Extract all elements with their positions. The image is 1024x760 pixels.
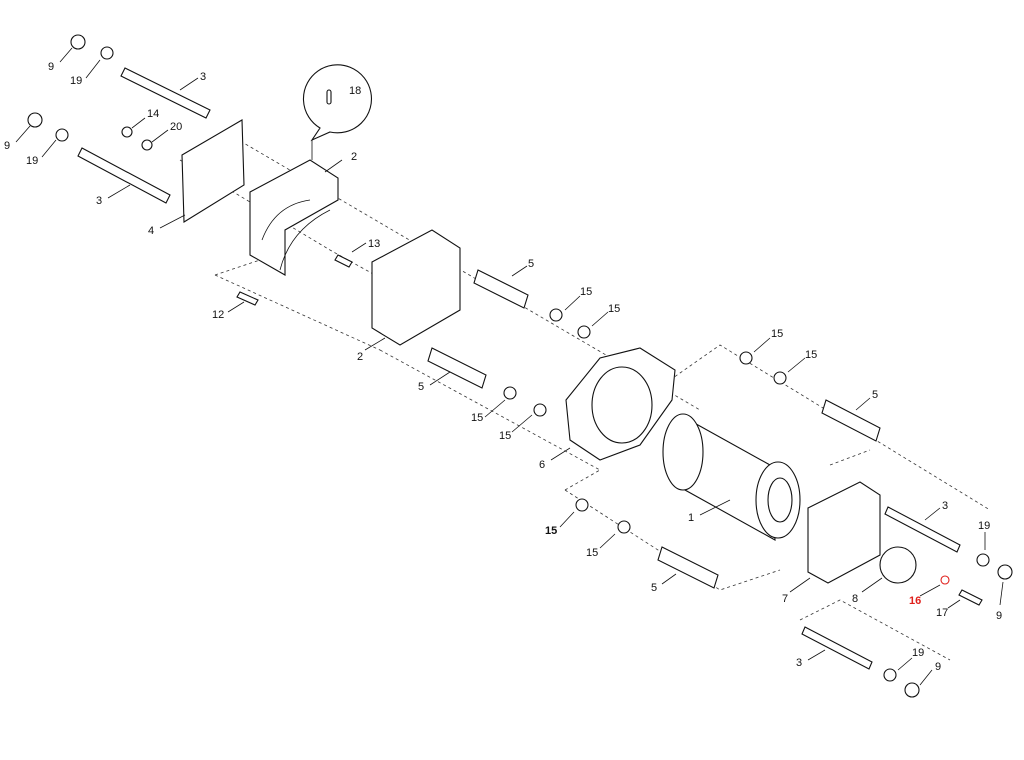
- callout-4: 4: [148, 225, 154, 237]
- callout-19: 19: [70, 75, 82, 87]
- bracket-part-2-upper: [249, 159, 339, 276]
- callout-14: 14: [147, 108, 159, 120]
- callout-5: 5: [418, 381, 424, 393]
- callout-3: 3: [200, 71, 206, 83]
- callout-17: 17: [936, 607, 948, 619]
- disc-part-8: [879, 546, 917, 584]
- plate-part-7: [807, 481, 881, 584]
- callout-15: 15: [805, 349, 817, 361]
- callout-15: 15: [471, 412, 483, 424]
- cylinder-part-1: [662, 413, 801, 541]
- callout-13: 13: [368, 238, 380, 250]
- callout-20: 20: [170, 121, 182, 133]
- callout-9: 9: [48, 61, 54, 73]
- callout-19: 19: [26, 155, 38, 167]
- callout-9: 9: [935, 661, 941, 673]
- callout-15: 15: [608, 303, 620, 315]
- callout-6: 6: [539, 459, 545, 471]
- bracket-part-2-lower: [371, 229, 461, 346]
- leader-lines: [15, 47, 1004, 686]
- washer-part-16: [940, 575, 950, 585]
- callout-9: 9: [996, 610, 1002, 622]
- fasteners: [27, 34, 1013, 698]
- callout-3: 3: [96, 195, 102, 207]
- callout-15: 15: [771, 328, 783, 340]
- callout-15: 15: [586, 547, 598, 559]
- callout-19: 19: [912, 647, 924, 659]
- callout-3: 3: [942, 500, 948, 512]
- callout-5: 5: [528, 258, 534, 270]
- callout-2: 2: [357, 351, 363, 363]
- detail-bubble: [302, 64, 372, 142]
- callout-8: 8: [852, 593, 858, 605]
- flange-bore: [591, 366, 653, 444]
- plate-part-4: [181, 119, 245, 223]
- callout-5: 5: [651, 582, 657, 594]
- callout-16-highlighted: 16: [909, 595, 921, 607]
- callout-3: 3: [796, 657, 802, 669]
- callout-labels: 9 19 3 9 19 14 20 3 18 2 4 13 12 2 5 15 …: [4, 61, 1002, 673]
- callout-15: 15: [580, 286, 592, 298]
- callout-15: 15: [545, 525, 557, 537]
- callout-19: 19: [978, 520, 990, 532]
- callout-12: 12: [212, 309, 224, 321]
- callout-5: 5: [872, 389, 878, 401]
- callout-1: 1: [688, 512, 694, 524]
- callout-9: 9: [4, 140, 10, 152]
- callout-7: 7: [782, 593, 788, 605]
- callout-15: 15: [499, 430, 511, 442]
- callout-2: 2: [351, 151, 357, 163]
- callout-18: 18: [349, 85, 361, 97]
- rods: [77, 67, 961, 670]
